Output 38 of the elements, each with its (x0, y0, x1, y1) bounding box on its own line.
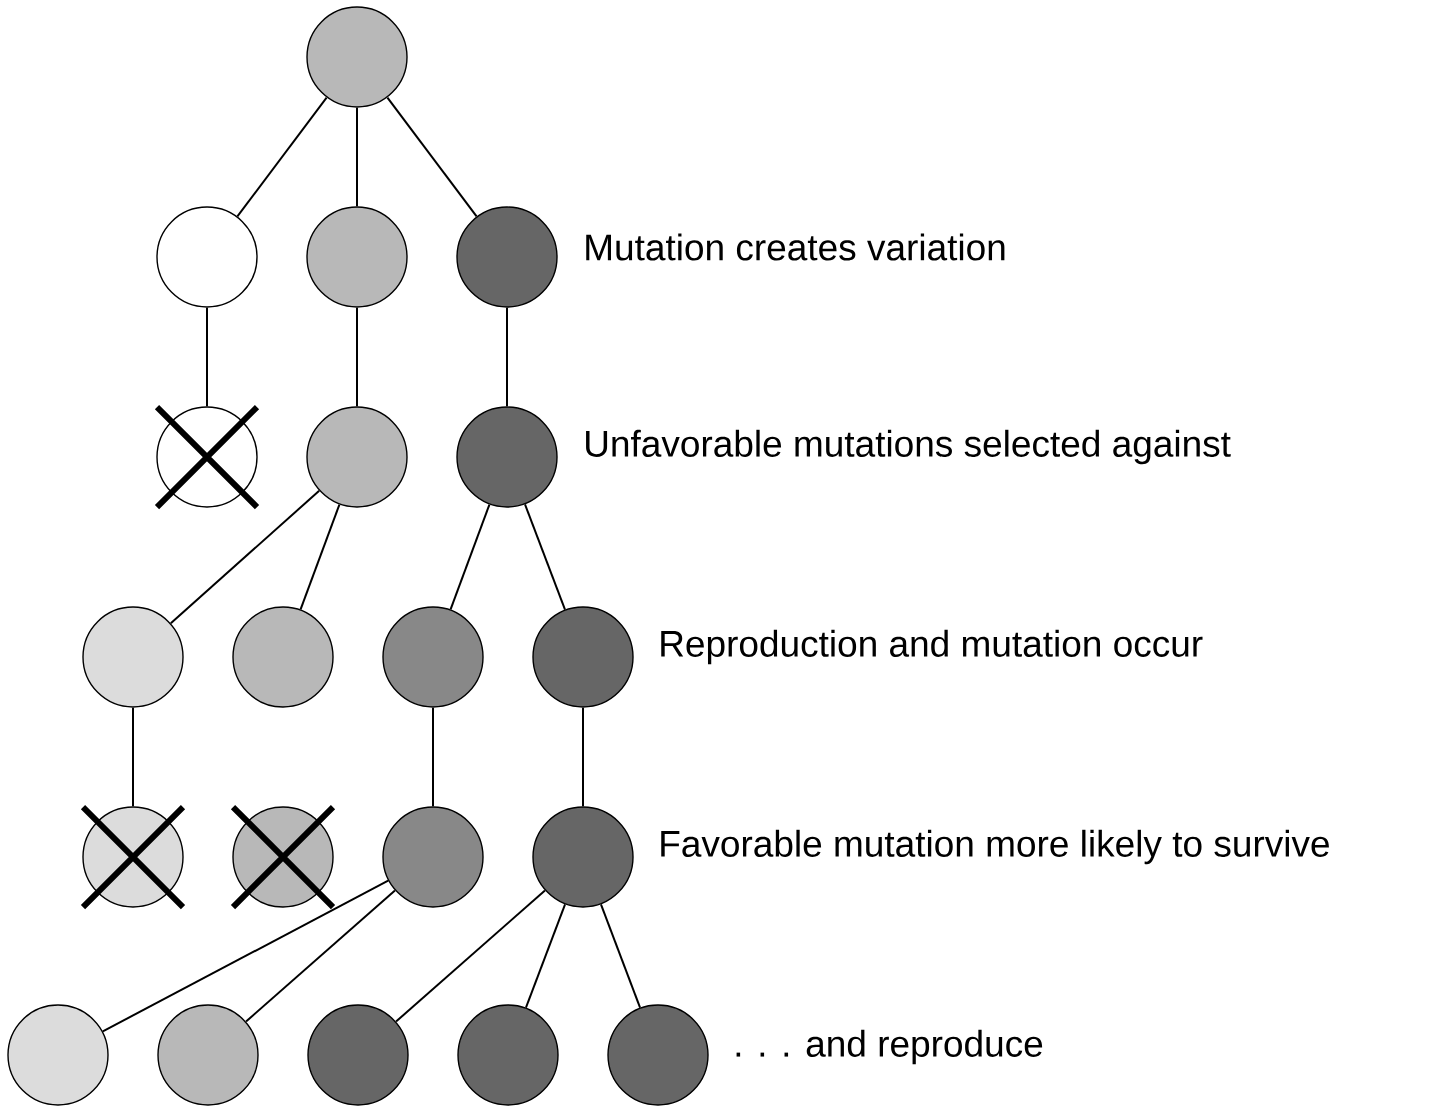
circle-node (382, 806, 484, 908)
connector-line (132, 706, 134, 808)
connector-line (206, 306, 208, 408)
connector-line (245, 889, 396, 1023)
circle-node (82, 606, 184, 708)
circle-node (307, 1004, 409, 1106)
circle-node (306, 6, 408, 108)
connector-line (395, 889, 546, 1023)
circle-node (457, 1004, 559, 1106)
connector-line (236, 96, 328, 218)
connector-line (101, 879, 390, 1033)
connector-line (356, 306, 358, 408)
circle-node (306, 406, 408, 508)
connector-line (449, 503, 491, 611)
connector-line (356, 106, 358, 208)
connector-line (169, 489, 321, 625)
circle-node (607, 1004, 709, 1106)
connector-line (599, 903, 642, 1009)
circle-node (382, 606, 484, 708)
connector-line (299, 503, 341, 611)
circle-node (306, 206, 408, 308)
row-label: Unfavorable mutations selected against (586, 429, 1231, 465)
row-label: Favorable mutation more likely to survive (661, 829, 1329, 865)
connector-line (582, 706, 584, 808)
circle-node (456, 406, 558, 508)
circle-node (456, 206, 558, 308)
circle-node (532, 806, 634, 908)
circle-node (157, 1004, 259, 1106)
connector-line (524, 903, 567, 1009)
circle-node (156, 206, 258, 308)
circle-node (532, 606, 634, 708)
connector-line (524, 503, 566, 611)
circle-node (232, 606, 334, 708)
connector-line (432, 706, 434, 808)
row-label: Reproduction and mutation occur (661, 629, 1203, 665)
connector-line (506, 306, 508, 408)
circle-node (7, 1004, 109, 1106)
connector-line (386, 96, 478, 218)
